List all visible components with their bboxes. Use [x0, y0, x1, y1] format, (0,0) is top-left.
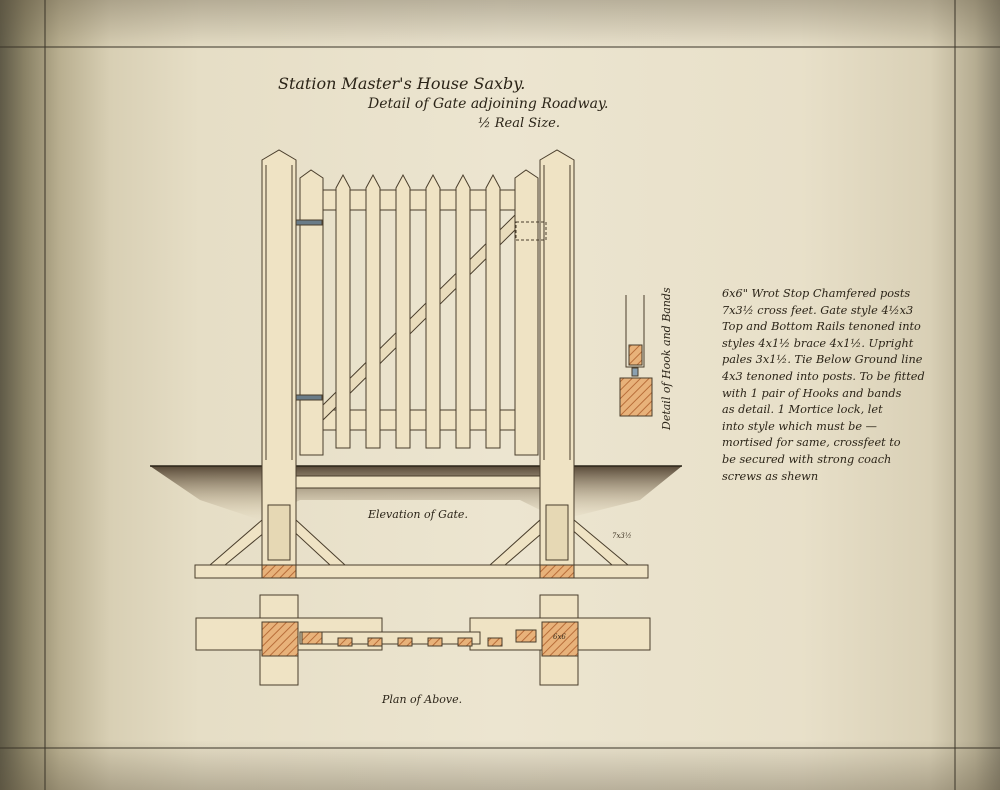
gate-post-right	[539, 149, 575, 566]
spec-line: mortised for same, crossfeet to	[722, 436, 901, 450]
spec-line: into style which must be —	[722, 419, 877, 433]
spec-line: pales 3x1½. Tie Below Ground line	[722, 353, 923, 367]
drawing-subtitle: Detail of Gate adjoining Roadway.	[368, 96, 609, 112]
spec-line: with 1 pair of Hooks and bands	[722, 386, 902, 400]
hook-band-detail	[619, 295, 653, 417]
plan-view	[195, 594, 651, 686]
hook-detail-caption: Detail of Hook and Bands	[660, 287, 673, 430]
spec-line: 7x3½ cross feet. Gate style 4½x3	[722, 303, 914, 317]
spec-line: as detail. 1 Mortice lock, let	[722, 403, 883, 417]
elevation-caption: Elevation of Gate.	[368, 508, 468, 521]
tie-below-ground	[295, 475, 541, 489]
post-dimension: 6x6	[553, 633, 566, 641]
crossfeet	[194, 519, 649, 579]
gate-post-left	[261, 149, 297, 566]
gate	[295, 169, 547, 456]
spec-line: Top and Bottom Rails tenoned into	[722, 320, 921, 334]
plan-caption: Plan of Above.	[382, 693, 463, 706]
specification-notes: 6x6" Wrot Stop Chamfered posts 7x3½ cros…	[722, 286, 925, 485]
spec-line: be secured with strong coach	[722, 452, 892, 466]
drawing-scale: ½ Real Size.	[478, 116, 560, 131]
drawing-title: Station Master's House Saxby.	[278, 74, 526, 93]
spec-line: screws as shewn	[722, 469, 819, 483]
crossfeet-dimension: 7x3½	[612, 532, 632, 540]
spec-line: 6x6" Wrot Stop Chamfered posts	[722, 287, 911, 300]
spec-line: styles 4x1½ brace 4x1½. Upright	[722, 336, 914, 350]
spec-line: 4x3 tenoned into posts. To be fitted	[722, 369, 925, 383]
